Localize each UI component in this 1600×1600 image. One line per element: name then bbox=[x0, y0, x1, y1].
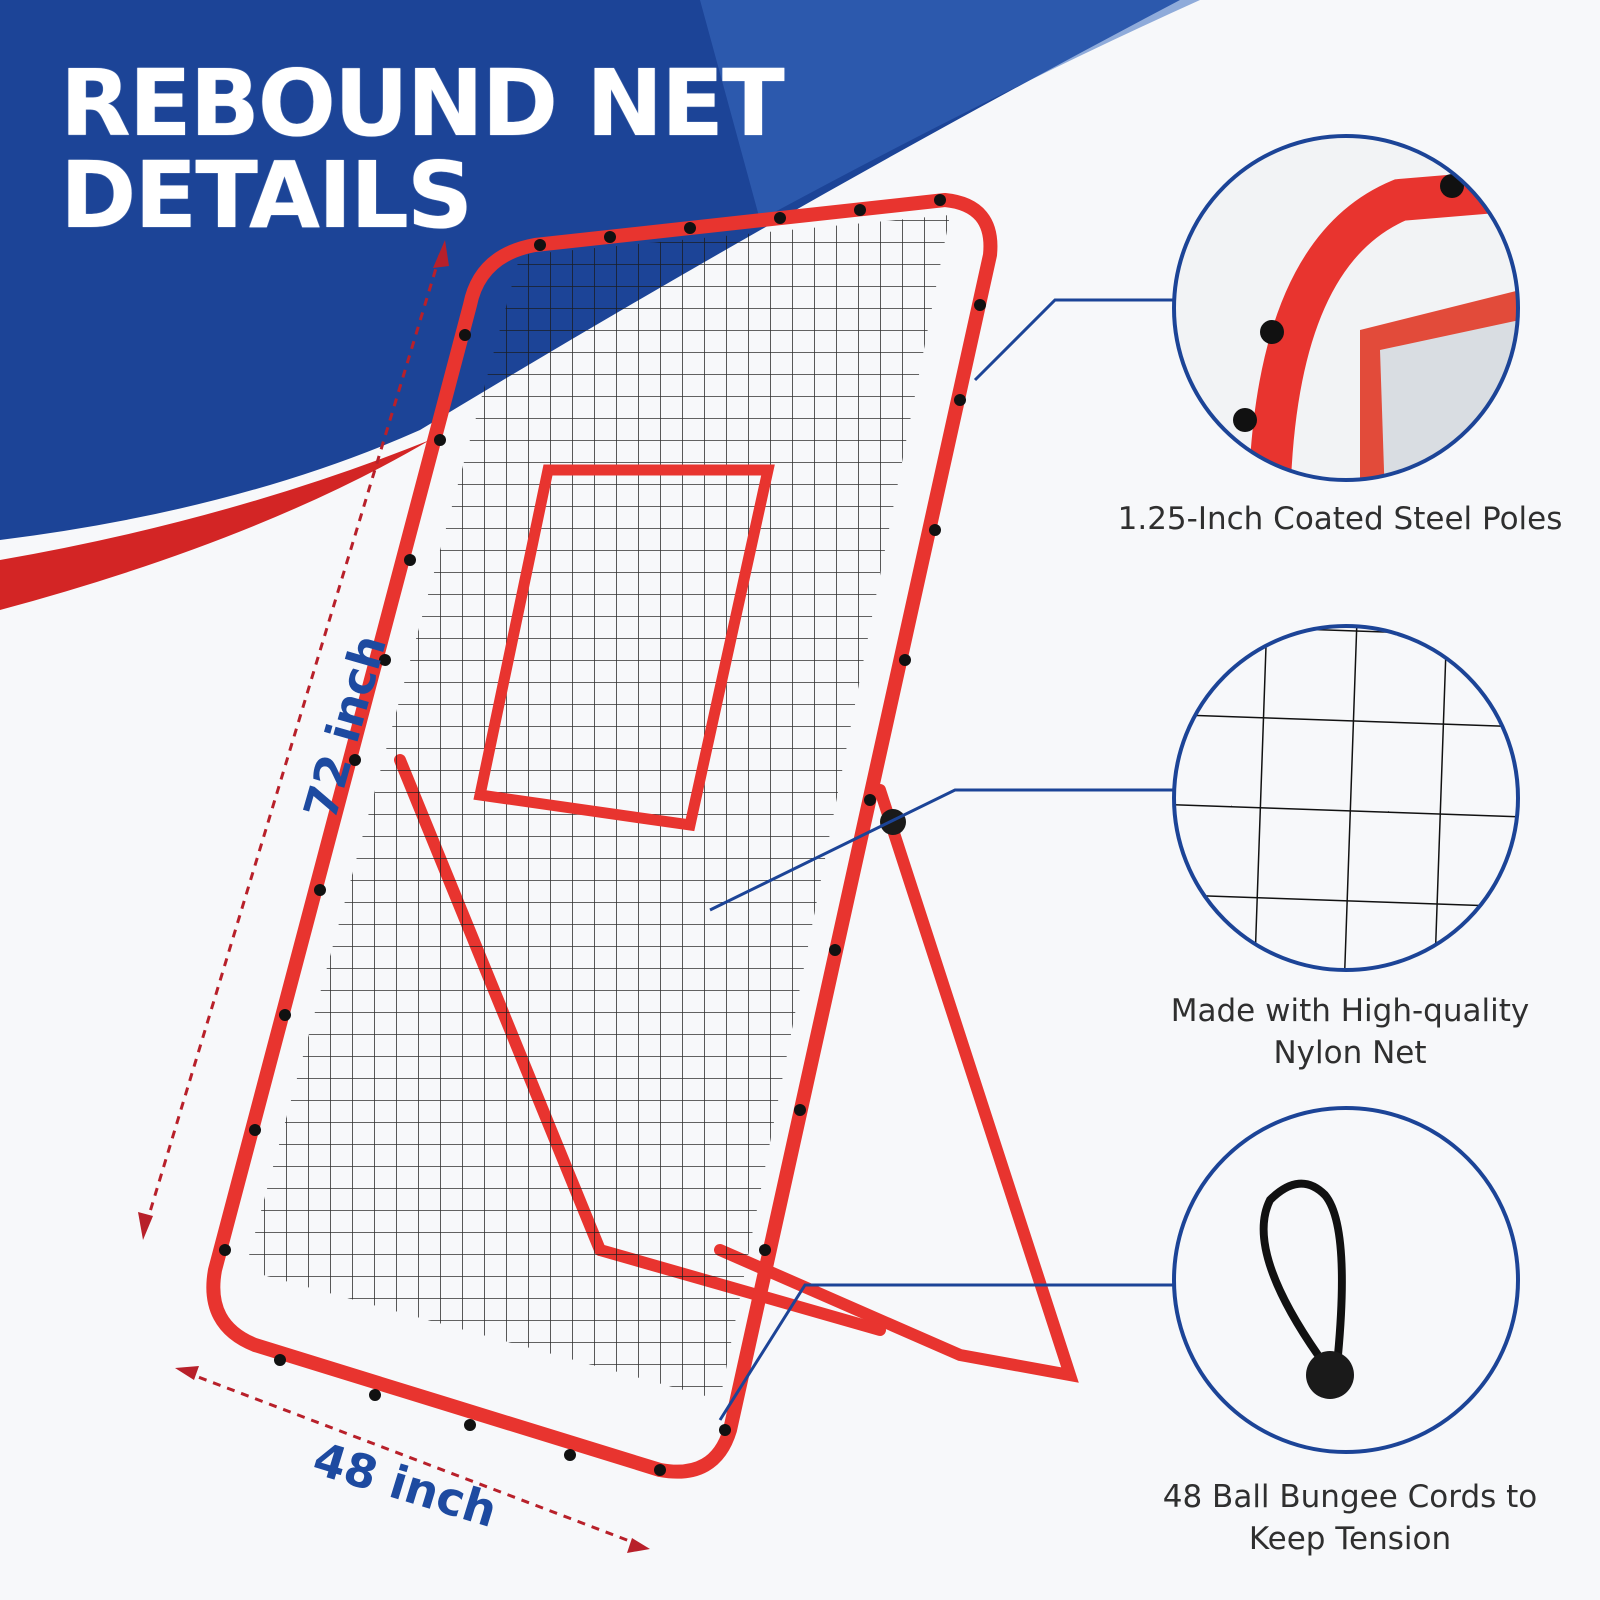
page-title: REBOUND NET DETAILS bbox=[60, 50, 785, 249]
target-square bbox=[473, 464, 775, 832]
arrowhead-left bbox=[175, 1366, 199, 1380]
caption-nylon-net: Made with High-quality Nylon Net bbox=[1090, 990, 1600, 1074]
callout-lines bbox=[709, 298, 1174, 1421]
caption-steel-poles: 1.25-Inch Coated Steel Poles bbox=[1090, 498, 1590, 540]
caption-bungee-cords: 48 Ball Bungee Cords to Keep Tension bbox=[1090, 1476, 1600, 1560]
caption-bungee-cords-line-2: Keep Tension bbox=[1248, 1521, 1452, 1557]
ball-bungee-cord-icon bbox=[1172, 1106, 1520, 1454]
caption-nylon-net-line-2: Nylon Net bbox=[1273, 1035, 1427, 1071]
arrowhead-top bbox=[433, 240, 449, 268]
title-line-2: DETAILS bbox=[60, 142, 473, 249]
arrowhead-right bbox=[627, 1538, 650, 1553]
width-dimension-arrow bbox=[184, 1370, 641, 1547]
blue-swoosh-light bbox=[700, 0, 1200, 220]
caption-steel-poles-text: 1.25-Inch Coated Steel Poles bbox=[1117, 501, 1563, 537]
title-line-1: REBOUND NET bbox=[60, 50, 785, 157]
steel-pole-closeup-icon bbox=[1172, 134, 1520, 482]
bungee-cords bbox=[219, 194, 986, 1476]
height-dimension-arrow bbox=[144, 254, 442, 1226]
caption-nylon-net-line-1: Made with High-quality bbox=[1170, 993, 1530, 1029]
red-stripe bbox=[0, 440, 430, 610]
frame bbox=[206, 193, 998, 1479]
caption-bungee-cords-line-1: 48 Ball Bungee Cords to bbox=[1162, 1479, 1538, 1515]
arrowhead-bottom bbox=[138, 1212, 153, 1240]
nylon-net-closeup-icon bbox=[1172, 624, 1520, 972]
